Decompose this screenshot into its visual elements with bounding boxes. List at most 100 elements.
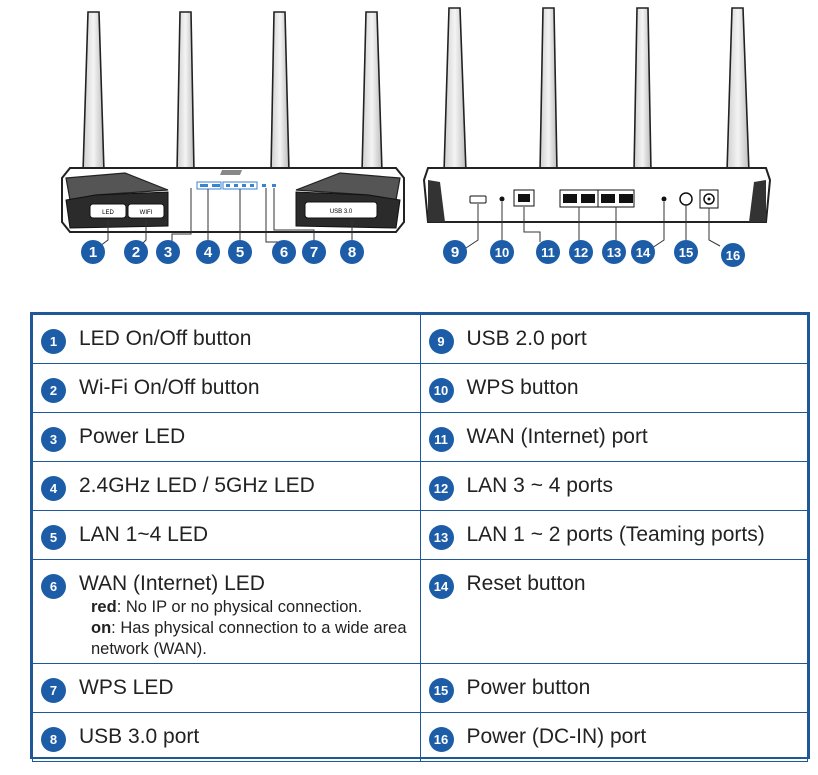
number-badge: 4 — [41, 476, 66, 501]
legend-label: WPS LED — [79, 676, 174, 699]
front-callout-circle — [340, 240, 364, 264]
legend-cell: 13 LAN 1 ~ 2 ports (Teaming ports) — [419, 510, 808, 560]
legend-cell: 2 Wi-Fi On/Off button — [32, 363, 421, 413]
legend-label: Power (DC-IN) port — [466, 725, 647, 748]
wan-led-on-note: on: Has physical connection to a wide ar… — [91, 618, 412, 660]
front-body: LED WIFI USB 3.0 — [61, 167, 405, 233]
rear-callout-number: 9 — [451, 244, 459, 261]
legend-cell: 8 USB 3.0 port — [32, 712, 421, 762]
legend-cell: 15 Power button — [419, 663, 808, 713]
legend-label: Power LED — [79, 425, 186, 448]
front-callout-number: 6 — [280, 244, 288, 261]
rear-callout-number: 16 — [726, 248, 740, 263]
legend-cell: 3 Power LED — [32, 412, 421, 462]
red-key: red — [91, 598, 117, 616]
number-badge: 16 — [428, 727, 454, 752]
router-rear-view — [422, 7, 772, 249]
legend-cell: 12 LAN 3 ~ 4 ports — [419, 461, 808, 511]
legend-cell: 14 Reset button — [419, 559, 808, 664]
front-callout-number: 7 — [310, 244, 318, 261]
front-callout-number: 8 — [348, 244, 356, 261]
rear-callout-circle — [569, 240, 593, 264]
rear-callout-circle — [674, 240, 698, 264]
rear-callout-number: 11 — [541, 245, 555, 260]
front-callout-circle — [302, 240, 326, 264]
legend-label: LED On/Off button — [79, 327, 252, 350]
front-callout-number: 2 — [132, 244, 140, 261]
wifi-button-label: WIFI — [140, 210, 153, 216]
rear-antennas — [443, 7, 750, 173]
legend-table: 1 LED On/Off button 9 USB 2.0 port 2 Wi-Fi … — [30, 312, 810, 762]
front-callout-number: 1 — [89, 244, 97, 261]
number-badge: 11 — [428, 427, 454, 452]
asus-logo-mark — [220, 170, 242, 175]
number-badge: 14 — [428, 574, 454, 599]
number-badge: 1 — [41, 329, 66, 354]
front-callout-circle — [196, 240, 220, 264]
number-badge: 2 — [41, 378, 66, 403]
number-badge: 15 — [428, 678, 454, 703]
front-antennas — [82, 11, 383, 173]
front-callout-lines — [99, 188, 353, 247]
rear-callout-circle — [490, 240, 514, 264]
legend-cell: 16 Power (DC-IN) port — [419, 712, 808, 762]
front-callout-number: 3 — [164, 244, 172, 261]
front-callout-circle — [124, 240, 148, 264]
legend-label: LAN 3 ~ 4 ports — [466, 474, 614, 497]
legend-cell: 5 LAN 1~4 LED — [32, 510, 421, 560]
legend-label: WAN (Internet) port — [466, 425, 648, 448]
legend-label: 2.4GHz LED / 5GHz LED — [79, 474, 315, 497]
number-badge: 9 — [428, 329, 454, 354]
wan-led-red-note: red: No IP or no physical connection. — [91, 597, 412, 618]
legend-label: WAN (Internet) LED — [79, 572, 265, 595]
legend-label: Power button — [466, 676, 591, 699]
front-callout-circle — [81, 240, 105, 264]
on-key: on — [91, 619, 112, 637]
number-badge: 8 — [41, 727, 66, 752]
front-callout-number: 4 — [204, 244, 213, 261]
front-callout-circle — [228, 240, 252, 264]
legend-cell: 4 2.4GHz LED / 5GHz LED — [32, 461, 421, 511]
legend-cell: 11 WAN (Internet) port — [419, 412, 808, 462]
front-callout-circle — [156, 240, 180, 264]
red-text: : No IP or no physical connection. — [116, 598, 363, 616]
legend-label: USB 3.0 port — [79, 725, 200, 748]
usb-slot-label: USB 3.0 — [330, 209, 353, 215]
on-text: : Has physical connection to a wide area… — [91, 619, 407, 658]
legend-label: Wi-Fi On/Off button — [79, 376, 260, 399]
legend-cell: 6 WAN (Internet) LED red: No IP or no ph… — [32, 559, 421, 664]
legend-cell: 7 WPS LED — [32, 663, 421, 713]
rear-body — [422, 167, 772, 223]
legend-label: USB 2.0 port — [466, 327, 587, 350]
rear-callout-number: 15 — [679, 245, 693, 260]
rear-callout-circle — [721, 243, 745, 267]
rear-callout-circle — [631, 240, 655, 264]
rear-callout-circle — [602, 240, 626, 264]
number-badge: 5 — [41, 525, 66, 550]
led-button-label: LED — [102, 210, 114, 216]
front-callout-number: 5 — [236, 244, 244, 261]
front-led-strip — [200, 184, 276, 187]
number-badge: 6 — [41, 574, 66, 599]
number-badge: 3 — [41, 427, 66, 452]
router-illustration: LED WIFI USB 3.0 — [61, 7, 772, 267]
number-badge: 10 — [428, 378, 454, 403]
number-badge: 7 — [41, 678, 66, 703]
number-badge: 13 — [428, 525, 454, 550]
router-front-view: LED WIFI USB 3.0 — [61, 11, 405, 247]
legend-label: Reset button — [466, 572, 586, 595]
legend-cell: 9 USB 2.0 port — [419, 314, 808, 364]
legend-cell: 1 LED On/Off button — [32, 314, 421, 364]
legend-label: LAN 1 ~ 2 ports (Teaming ports) — [466, 523, 765, 546]
rear-callout-number: 12 — [574, 245, 588, 260]
rear-callout-number: 13 — [607, 245, 621, 260]
legend-label: WPS button — [466, 376, 579, 399]
rear-callout-number: 10 — [495, 245, 509, 260]
rear-callout-number: 14 — [636, 245, 651, 260]
front-callout-circle — [272, 240, 296, 264]
legend-label: LAN 1~4 LED — [79, 523, 208, 546]
rear-callout-lines — [465, 202, 721, 249]
rear-callout-circle — [443, 240, 467, 264]
number-badge: 12 — [428, 476, 454, 501]
